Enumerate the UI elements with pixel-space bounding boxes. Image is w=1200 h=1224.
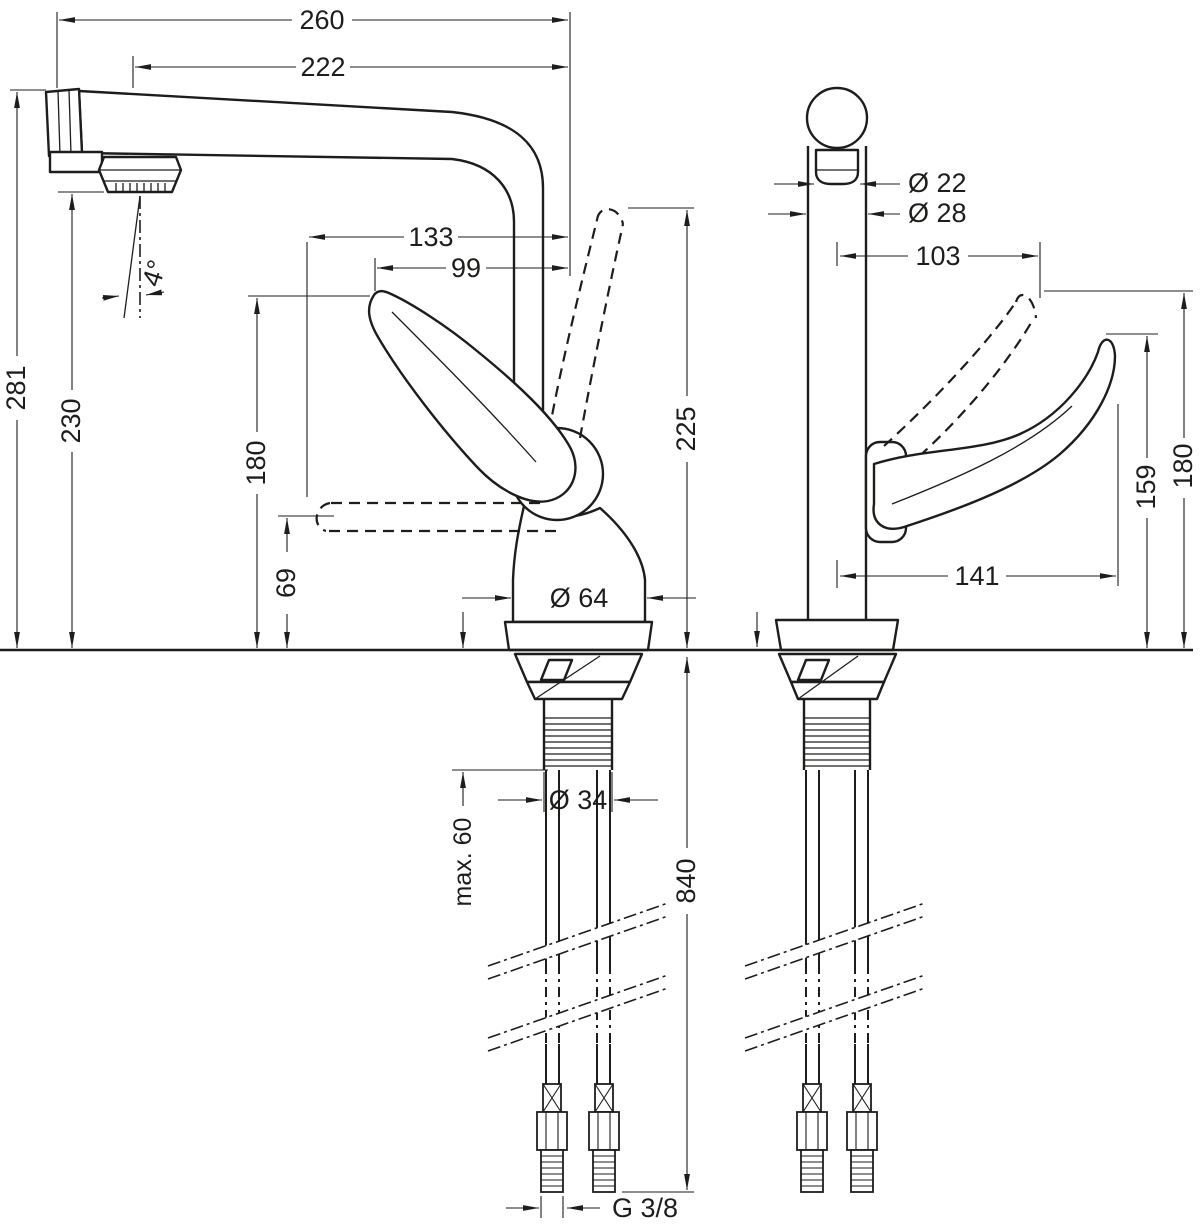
supply-hoses-left — [487, 770, 669, 1084]
dim-label-133: 133 — [408, 222, 453, 252]
dim-label-spout-inner-dia: Ø 22 — [908, 168, 967, 198]
dim-label-base-diameter: Ø 64 — [550, 583, 609, 613]
spray-angle-line — [123, 195, 141, 319]
spout-bend-top — [805, 86, 869, 150]
dim-label-hole-diameter: Ø 34 — [549, 785, 608, 815]
spout-outlet — [814, 148, 860, 186]
dim-label-angle: 4° — [136, 256, 173, 290]
dim-label-159: 159 — [1131, 464, 1161, 509]
dim-label-99: 99 — [451, 253, 481, 283]
spray-head — [48, 150, 104, 174]
dim-label-thread: G 3/8 — [612, 1193, 678, 1223]
body-column — [806, 146, 868, 620]
dim-label-281: 281 — [1, 365, 31, 410]
right-view — [744, 86, 1117, 1193]
handle-solid-right — [872, 338, 1117, 530]
left-view — [44, 87, 669, 1193]
dim-label-180-right: 180 — [1168, 443, 1198, 488]
dim-label-230: 230 — [56, 398, 86, 443]
handle-solid — [367, 289, 577, 503]
base-flange-right — [774, 618, 900, 652]
dim-label-141: 141 — [954, 561, 999, 591]
below-deck-assembly-left — [487, 652, 669, 1193]
dim-label-180-left: 180 — [241, 440, 271, 485]
dim-label-hose-length: 840 — [671, 858, 701, 903]
spout-tip — [44, 87, 84, 158]
aerator — [97, 155, 183, 194]
dim-label-max-deck: max. 60 — [449, 818, 477, 907]
supply-hoses-right — [744, 770, 926, 1084]
threaded-shank — [542, 699, 614, 770]
dim-label-69: 69 — [271, 568, 301, 598]
break-lines — [487, 902, 669, 980]
mounting-washer — [513, 652, 644, 684]
dim-label-spout-outer-dia: Ø 28 — [908, 198, 967, 228]
dim-label-225: 225 — [671, 406, 701, 451]
base-flange — [503, 620, 654, 652]
dimensions: 260 222 133 99 281 230 180 69 225 4° — [1, 5, 1198, 1223]
handle-lowered-dashed — [315, 501, 556, 533]
dim-label-222: 222 — [300, 52, 345, 82]
dim-label-103: 103 — [915, 241, 960, 271]
handle-raised-dashed — [547, 208, 625, 439]
below-deck-assembly-right — [744, 652, 926, 1193]
dim-label-260: 260 — [299, 5, 344, 35]
